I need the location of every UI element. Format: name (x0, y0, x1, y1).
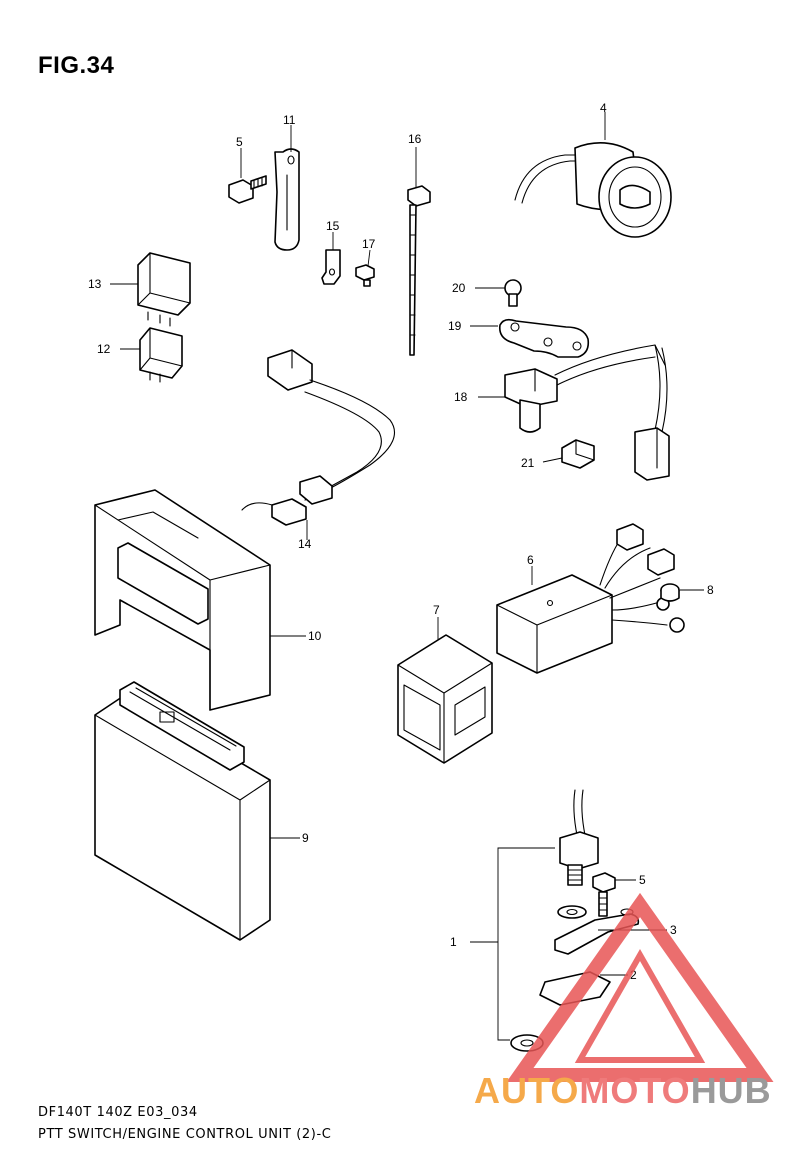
callout-12: 12 (97, 342, 111, 356)
part-6-control-unit (496, 523, 685, 674)
callout-9: 9 (302, 831, 309, 845)
callout-20: 20 (452, 281, 466, 295)
part-5-bolt (228, 175, 267, 204)
callout-6: 6 (527, 553, 534, 567)
callout-5-top: 5 (236, 135, 243, 149)
figure-title: FIG.34 (38, 52, 115, 79)
callout-4: 4 (600, 101, 607, 115)
callout-8: 8 (707, 583, 714, 597)
part-11-strap (274, 148, 300, 251)
part-14-harness (241, 349, 395, 526)
watermark-brand: AUTOMOTOHUB (474, 1070, 772, 1112)
part-19-plate (498, 318, 590, 358)
callout-5-lower: 5 (639, 873, 646, 887)
callout-19: 19 (448, 319, 462, 333)
part-13-relay (137, 252, 191, 327)
watermark-hub: HUB (690, 1070, 772, 1111)
part-5-bolt-lower (592, 872, 616, 917)
callout-21: 21 (521, 456, 535, 470)
callout-7: 7 (433, 603, 440, 617)
callout-10: 10 (308, 629, 322, 643)
callout-2: 2 (630, 968, 637, 982)
part-16-cable-tie (407, 185, 431, 356)
callout-15: 15 (326, 219, 340, 233)
watermark-logo-triangle (506, 892, 774, 1082)
callout-13: 13 (88, 277, 102, 291)
callout-16: 16 (408, 132, 422, 146)
part-9-ecu (94, 681, 271, 941)
figure-subtitle: PTT SWITCH/ENGINE CONTROL UNIT (2)-C (38, 1127, 332, 1142)
part-1-sensor-assembly (510, 789, 640, 1052)
part-17-screw (355, 264, 375, 287)
callout-17: 17 (362, 237, 376, 251)
callout-14: 14 (298, 537, 312, 551)
watermark-auto: AUTO (474, 1070, 580, 1111)
part-18-trim-sender (504, 344, 670, 481)
watermark-moto: MOTO (579, 1070, 691, 1111)
part-10-cover (94, 489, 271, 711)
part-21-clamp (561, 439, 595, 469)
part-4-ptt-switch (514, 142, 672, 238)
figure-model-code: DF140T 140Z E03_034 (38, 1105, 198, 1120)
part-7-cover-box (397, 634, 493, 764)
part-12-small-relay (139, 327, 183, 383)
part-15-clip (321, 249, 341, 285)
callout-11: 11 (283, 113, 296, 127)
callout-18: 18 (454, 390, 468, 404)
callout-3: 3 (670, 923, 677, 937)
part-8-cap (660, 583, 680, 602)
callout-1: 1 (450, 935, 457, 949)
part-20-screw (504, 279, 522, 307)
